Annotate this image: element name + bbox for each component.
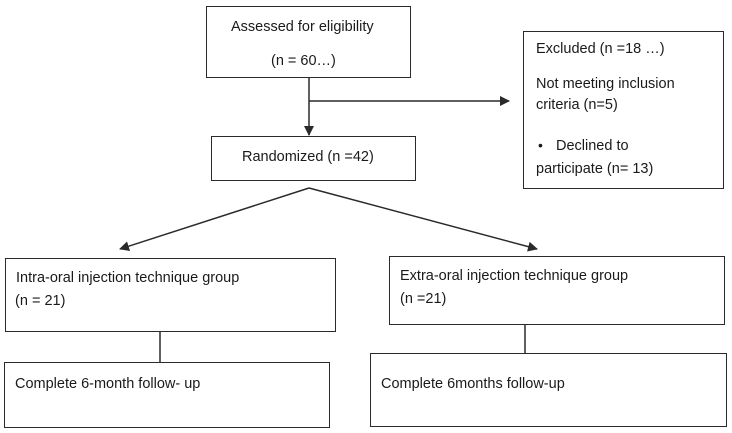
extra-oral-followup-box: Complete 6months follow-up <box>370 353 727 427</box>
assessed-label: Assessed for eligibility <box>231 19 374 35</box>
extra-oral-group-count: (n =21) <box>400 291 447 307</box>
assessed-count: (n = 60…) <box>271 53 336 69</box>
intra-oral-group-count: (n = 21) <box>11 293 66 309</box>
excluded-reason-declined-line1: Declined to <box>556 138 629 154</box>
randomized-label: Randomized (n =42) <box>242 149 374 165</box>
bullet-icon: • <box>538 137 543 153</box>
excluded-title: Excluded (n =18 …) <box>536 41 665 57</box>
excluded-box: Excluded (n =18 …) Not meeting inclusion… <box>523 31 724 189</box>
assessed-box: Assessed for eligibility (n = 60…) <box>206 6 411 78</box>
excluded-reason-inclusion-line2: criteria (n=5) <box>536 97 618 113</box>
extra-oral-group-box: Extra-oral injection technique group (n … <box>389 256 725 325</box>
intra-oral-group-box: Intra-oral injection technique group (n … <box>5 258 336 332</box>
extra-oral-group-label: Extra-oral injection technique group <box>400 268 629 284</box>
arrow-randomized-to-intra <box>119 187 310 251</box>
extra-oral-followup-label: Complete 6months follow-up <box>381 376 565 392</box>
intra-oral-group-label: Intra-oral injection technique group <box>16 270 240 286</box>
intra-oral-followup-box: Complete 6-month follow- up <box>4 362 330 428</box>
excluded-reason-declined-line2: participate (n= 13) <box>536 161 654 177</box>
excluded-reason-inclusion-line1: Not meeting inclusion <box>536 76 675 92</box>
randomized-box: Randomized (n =42) <box>211 136 416 181</box>
arrow-randomized-to-extra <box>308 187 538 252</box>
intra-oral-followup-label: Complete 6-month follow- up <box>15 376 201 392</box>
